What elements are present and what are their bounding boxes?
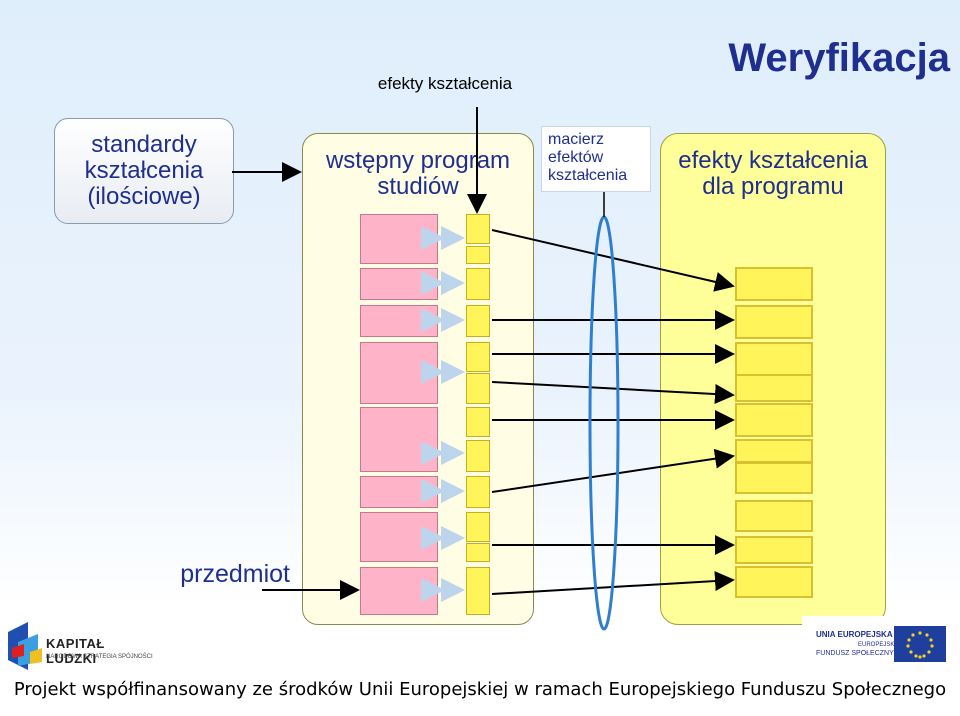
learning-outcomes-label: efekty kształcenia [377, 74, 513, 93]
eu-logo-line1: UNIA EUROPEJSKA [816, 630, 893, 639]
program-outcome-box [735, 403, 813, 437]
outcomes-line2: dla programu [702, 173, 844, 200]
outcome-cell [466, 246, 490, 264]
program-outcome-box [735, 305, 813, 339]
program-outcome-box [735, 566, 813, 598]
eu-logo-line2: EUROPEJSKI [858, 642, 897, 648]
standards-line1: standardy [91, 131, 197, 158]
outcome-cell [466, 407, 490, 437]
outcome-cell [466, 268, 490, 300]
double-arrows [421, 226, 465, 602]
matrix-label-box: macierz efektów kształcenia [541, 126, 651, 192]
footer-bar [0, 670, 960, 716]
outcomes-line1: efekty kształcenia [678, 147, 868, 174]
outcome-cell [466, 342, 490, 372]
matrix-arrows [491, 229, 735, 595]
program-outcome-box [735, 500, 813, 532]
outcome-cell [466, 512, 490, 542]
program-outcome-box [735, 462, 813, 494]
kapital-ludzki-logo: KAPITAŁ LUDZKI NARODOWA STRATEGIA SPÓJNO… [8, 620, 158, 672]
eu-logo: UNIA EUROPEJSKA EUROPEJSKI FUNDUSZ SPOŁE… [802, 616, 954, 672]
eu-flag-icon [894, 626, 946, 662]
footer-funding-text: Projekt współfinansowany ze środków Unii… [13, 679, 947, 700]
slide-title: Weryfikacja [728, 36, 950, 80]
matrix-line3: kształcenia [548, 167, 628, 184]
matrix-ellipse [588, 215, 620, 631]
outcome-cell [466, 440, 490, 472]
kapital-ludzki-icon [8, 622, 42, 670]
outcomes-panel-title: efekty kształcenia dla programu [661, 148, 885, 200]
standards-box: standardy kształcenia (ilościowe) [54, 118, 234, 224]
outcome-cell [466, 373, 490, 404]
program-line2: studiów [377, 173, 459, 200]
program-outcome-box [735, 267, 813, 301]
outcome-cell [466, 214, 490, 244]
eu-logo-line3: FUNDUSZ SPOŁECZNY [816, 650, 894, 657]
eu-logo-lines: EUROPEJSKI [858, 642, 897, 649]
standards-line3: (ilościowe) [87, 183, 201, 210]
program-outcome-box [735, 342, 813, 376]
outcome-cell [466, 567, 490, 615]
kapital-ludzki-subtitle: NARODOWA STRATEGIA SPÓJNOŚCI [46, 654, 153, 660]
standards-line2: kształcenia [84, 157, 204, 184]
program-panel-title: wstępny program studiów [303, 148, 533, 200]
matrix-line2: efektów [548, 149, 604, 166]
program-outcome-box [735, 536, 813, 564]
outcome-cell [466, 305, 490, 337]
outcome-cell [466, 543, 490, 562]
subject-label: przedmiot [180, 560, 290, 588]
program-outcome-box [735, 374, 813, 402]
outcome-cell [466, 476, 490, 508]
kapital-ludzki-title: KAPITAŁ LUDZKI [46, 636, 105, 666]
program-line1: wstępny program [325, 147, 511, 174]
matrix-line1: macierz [548, 131, 605, 148]
